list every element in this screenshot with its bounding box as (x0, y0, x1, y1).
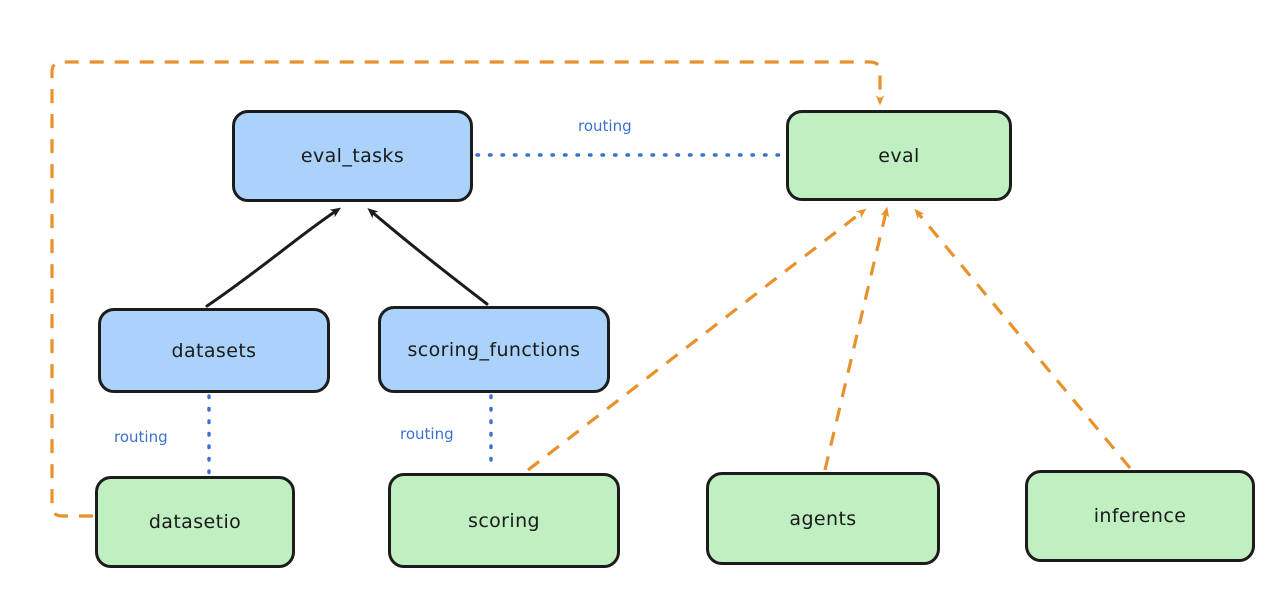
node-label: datasets (171, 339, 257, 362)
node-agents[interactable]: agents (706, 472, 940, 565)
node-label: eval (878, 144, 920, 167)
edge-agents-to-eval (823, 206, 890, 471)
node-scoring[interactable]: scoring (388, 473, 620, 568)
node-label: agents (789, 507, 857, 530)
edge-label-routing-scoring: routing (400, 425, 454, 443)
edge-scoring_functions-to-eval_tasks (367, 208, 489, 306)
node-label: eval_tasks (300, 145, 405, 167)
edge-inference-to-eval (914, 208, 1132, 470)
node-label: inference (1093, 505, 1187, 527)
edge-scoring-to-eval (527, 208, 867, 472)
node-datasetio[interactable]: datasetio (95, 476, 295, 568)
edge-datasets-to-eval_tasks (205, 207, 341, 308)
node-label: scoring_functions (407, 338, 581, 361)
node-datasets[interactable]: datasets (98, 308, 330, 393)
edge-datasetio-to-eval (50, 60, 885, 518)
node-eval[interactable]: eval (786, 110, 1012, 201)
edge-label-routing-datasetio: routing (114, 428, 168, 446)
node-inference[interactable]: inference (1025, 470, 1255, 562)
node-label: datasetio (148, 511, 242, 533)
node-label: scoring (468, 509, 540, 532)
edge-label-routing-eval: routing (578, 117, 632, 135)
node-scoring-functions[interactable]: scoring_functions (378, 306, 610, 393)
node-eval-tasks[interactable]: eval_tasks (232, 110, 473, 202)
